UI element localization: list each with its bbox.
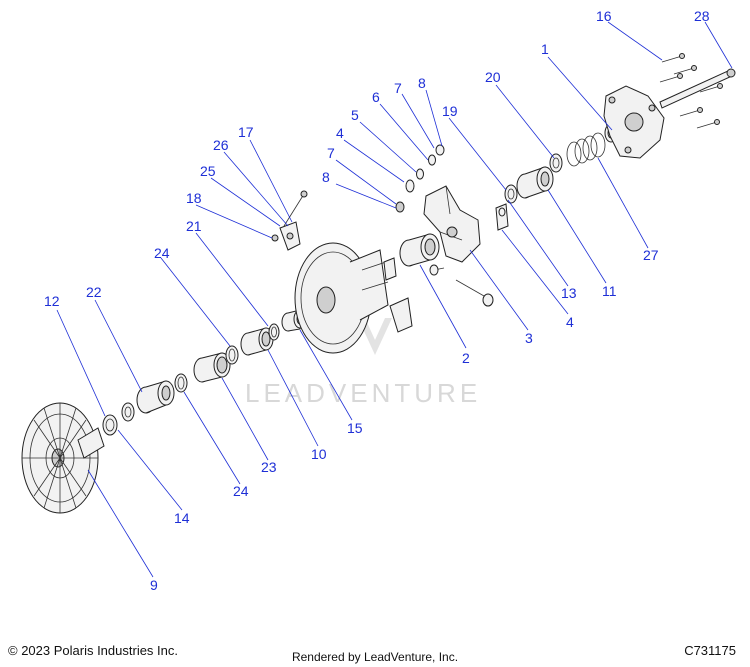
- callout-19: 19: [442, 103, 458, 119]
- callout-9: 9: [150, 577, 158, 593]
- callout-4-lower: 4: [566, 314, 574, 330]
- callout-22: 22: [86, 284, 102, 300]
- part-movable-sheave: [294, 242, 389, 354]
- callout-18: 18: [186, 190, 202, 206]
- rendered-by-text: Rendered by LeadVenture, Inc.: [291, 650, 459, 664]
- callout-3: 3: [525, 330, 533, 346]
- part-24-snap-ring-upper: [225, 345, 239, 365]
- part-20-washer: [549, 153, 563, 173]
- part-19-washer: [504, 184, 518, 204]
- callout-16: 16: [596, 8, 612, 24]
- callout-20: 20: [485, 69, 501, 85]
- callout-8-upper: 8: [418, 75, 426, 91]
- part-17-bolt: [283, 190, 308, 227]
- part-12-ring: [121, 402, 135, 422]
- callout-24-upper: 24: [154, 245, 170, 261]
- callout-7-lower: 7: [327, 145, 335, 161]
- callout-1: 1: [541, 41, 549, 57]
- callout-24-lower: 24: [233, 483, 249, 499]
- watermark: LEADVENTURE: [245, 318, 481, 408]
- callout-15: 15: [347, 420, 363, 436]
- callout-4-upper: 4: [336, 125, 344, 141]
- part-21-ring: [268, 323, 280, 341]
- callout-10: 10: [311, 446, 327, 462]
- part-24-snap-ring-lower: [174, 373, 188, 393]
- callout-25: 25: [200, 163, 216, 179]
- part-27-spring: [566, 132, 606, 167]
- callout-23: 23: [261, 459, 277, 475]
- callout-12: 12: [44, 293, 60, 309]
- callout-21: 21: [186, 218, 202, 234]
- callout-8-lower: 8: [322, 169, 330, 185]
- part-10-bushing: [240, 327, 274, 356]
- part-16-bolts: [659, 53, 723, 129]
- part-22-bushing: [136, 380, 175, 414]
- leader-lines: [56, 21, 733, 578]
- watermark-text: LEADVENTURE: [245, 378, 481, 408]
- callout-17: 17: [238, 124, 254, 140]
- callout-26: 26: [213, 137, 229, 153]
- callout-14: 14: [174, 510, 190, 526]
- part-3-spider: [423, 185, 481, 263]
- part-2-bushing: [399, 233, 440, 267]
- part-cover-plate: [603, 85, 665, 159]
- callout-11: 11: [602, 283, 617, 299]
- callout-7-upper: 7: [394, 80, 402, 96]
- part-14-ring: [102, 414, 118, 436]
- callout-5: 5: [351, 107, 359, 123]
- part-23-bushing: [193, 352, 231, 383]
- part-26-arm: [279, 221, 301, 251]
- copyright-text: © 2023 Polaris Industries Inc.: [8, 643, 178, 658]
- part-4-5-6-7-8-rollers: [395, 144, 509, 307]
- part-18-pin: [271, 234, 279, 242]
- callouts: 1 2 3 4 4 5 6 7 7 8 8 9 10 11 12 13 14 1…: [44, 8, 710, 593]
- drawing-number: C731175: [684, 643, 736, 658]
- part-9-fixed-sheave: [21, 402, 105, 514]
- part-roller-weights: [383, 257, 413, 333]
- callout-27: 27: [643, 247, 659, 263]
- callout-6: 6: [372, 89, 380, 105]
- callout-13: 13: [561, 285, 577, 301]
- part-28-long-bolt: [659, 68, 736, 109]
- callout-2: 2: [462, 350, 470, 366]
- callout-28: 28: [694, 8, 710, 24]
- part-11-spacer: [516, 166, 554, 199]
